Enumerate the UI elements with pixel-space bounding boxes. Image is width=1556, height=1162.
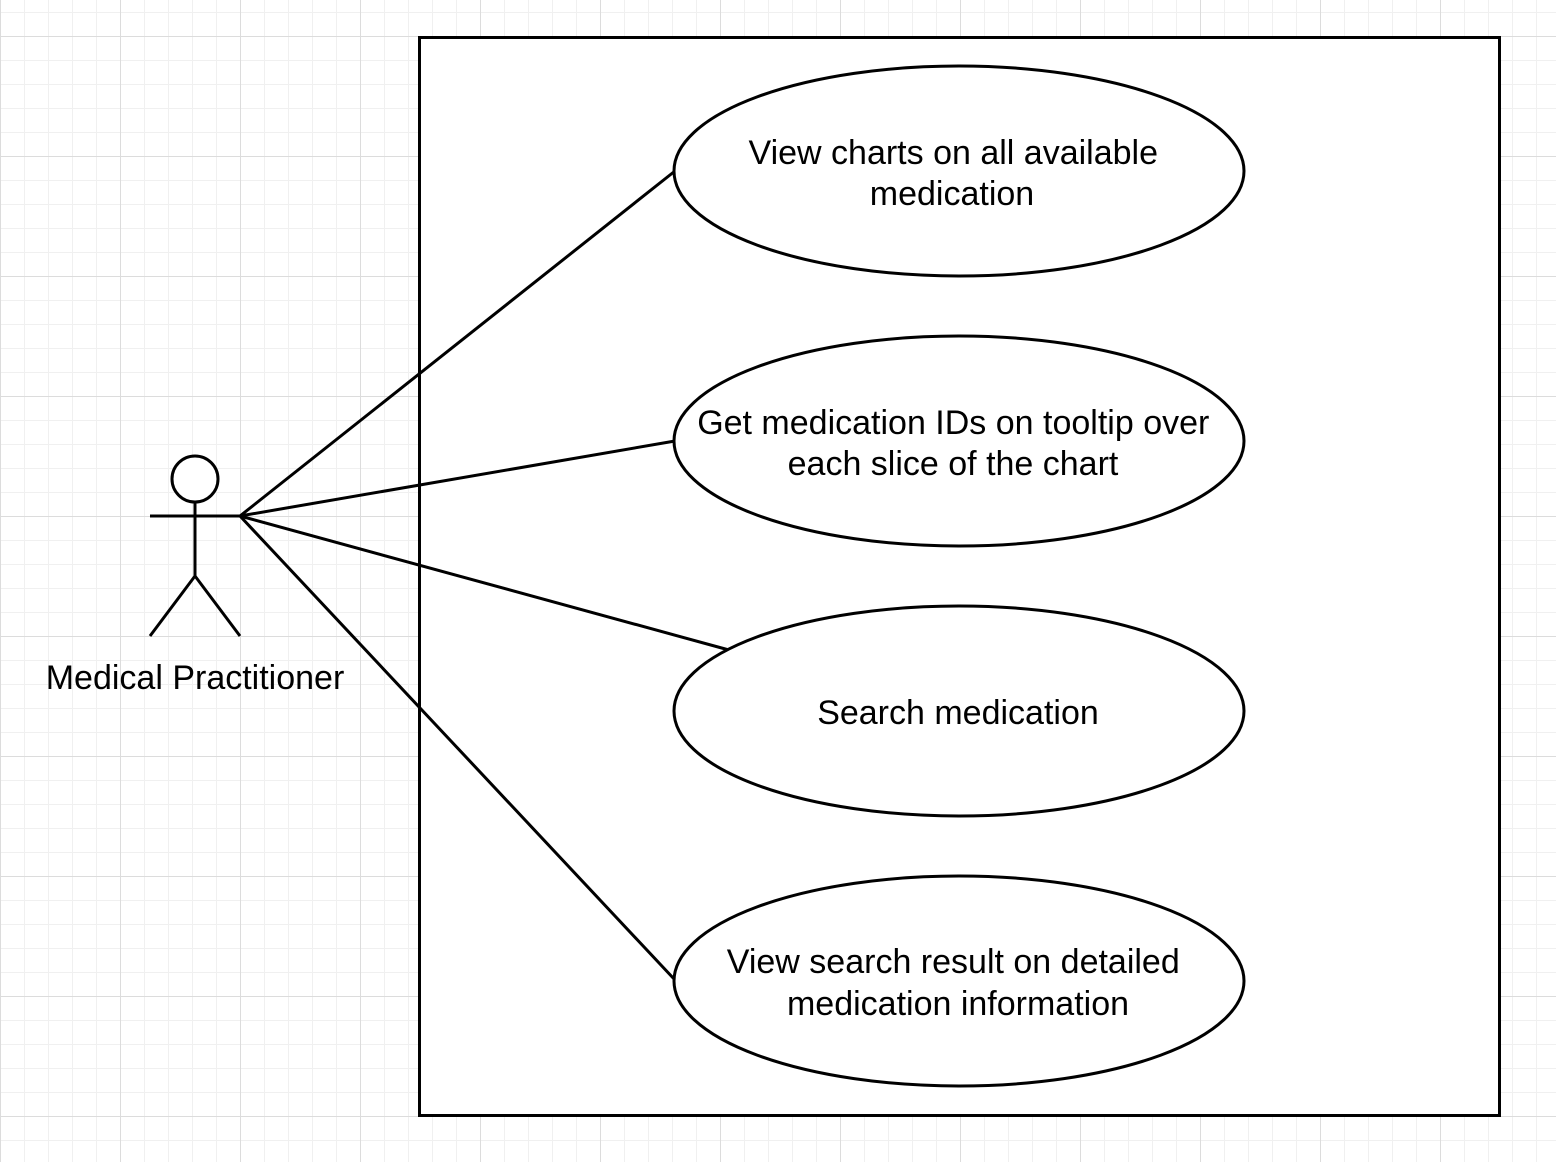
use-case-get-medication-ids[interactable]: Get medication IDs on tooltip over each … <box>672 334 1246 548</box>
use-case-view-search-result[interactable]: View search result on detailed medicatio… <box>672 874 1246 1088</box>
use-case-search-medication[interactable]: Search medication <box>672 604 1246 818</box>
svg-text:View search result on detailed: View search result on detailed medicatio… <box>727 943 1189 1023</box>
svg-text:Get medication IDs on tooltip: Get medication IDs on tooltip over each … <box>697 404 1219 483</box>
association-line-view-result[interactable] <box>238 514 677 982</box>
use-case-label-line: medication <box>870 175 1034 213</box>
svg-text:Search medication: Search medication <box>817 694 1099 732</box>
use-case-view-charts[interactable]: View charts on all available medication <box>672 64 1246 278</box>
association-line-view-charts[interactable] <box>239 169 676 518</box>
association-line-get-ids[interactable] <box>239 439 676 518</box>
use-case-label-line: View charts on all available <box>749 134 1159 172</box>
actor-stick-figure-icon[interactable] <box>148 454 242 637</box>
use-case-label-line: View search result on detailed <box>727 943 1180 981</box>
use-case-label-line: Search medication <box>817 694 1099 732</box>
actor-label: Medical Practitioner <box>46 659 345 697</box>
use-case-label-line: each slice of the chart <box>788 445 1119 483</box>
use-case-label-line: Get medication IDs on tooltip over <box>697 404 1209 442</box>
association-line-search[interactable] <box>239 514 730 652</box>
use-case-label-line: medication information <box>787 985 1129 1023</box>
svg-text:View charts on all available: View charts on all available medication <box>749 134 1168 213</box>
